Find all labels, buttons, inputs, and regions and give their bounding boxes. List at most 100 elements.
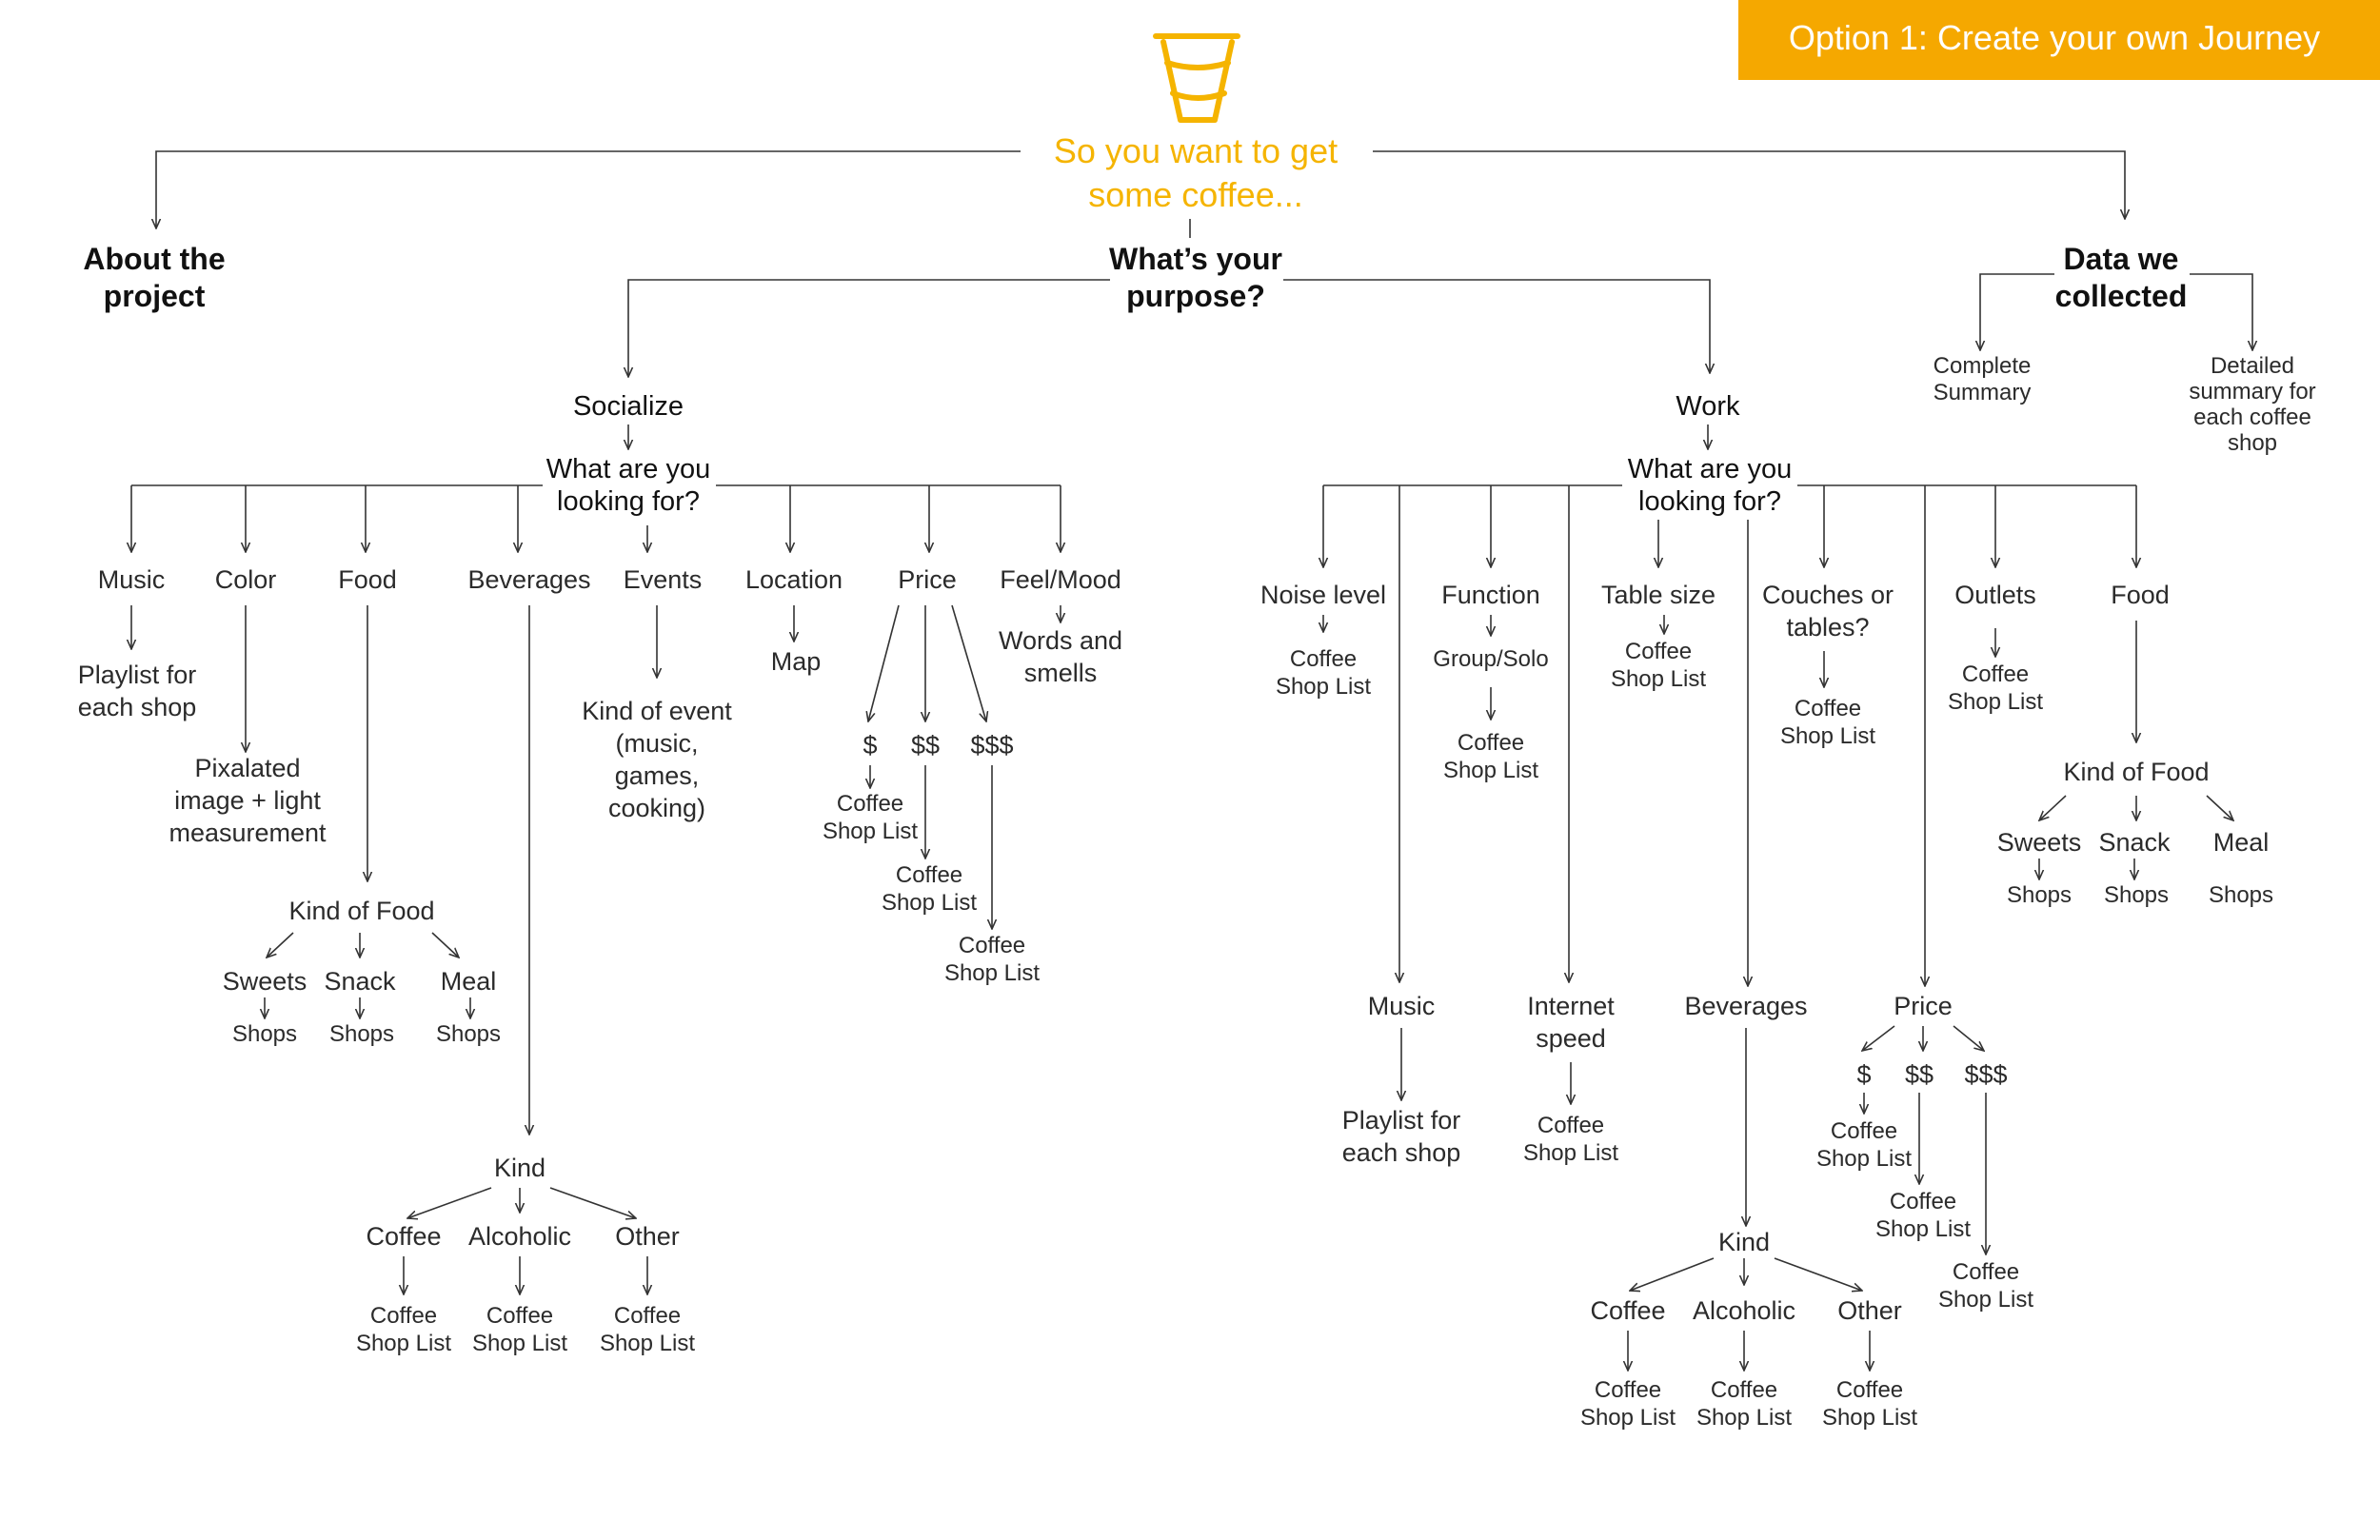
w-food-meal[interactable]: Meal <box>2213 828 2270 857</box>
s-other-list-line1[interactable]: Coffee <box>614 1303 681 1329</box>
data-line2[interactable]: collected <box>2055 279 2188 313</box>
s-food-label[interactable]: Food <box>338 565 397 594</box>
s-p3-list-line1[interactable]: Coffee <box>959 933 1025 958</box>
w-function-label[interactable]: Function <box>1441 581 1540 609</box>
s-bev-alcoholic[interactable]: Alcoholic <box>468 1222 571 1251</box>
w-p3-list-line2[interactable]: Shop List <box>1938 1287 2033 1313</box>
s-p1-list-line1[interactable]: Coffee <box>837 791 903 817</box>
s-p3-list-line2[interactable]: Shop List <box>944 960 1040 986</box>
w-outlets-list-line2[interactable]: Shop List <box>1948 689 2043 715</box>
s-snack-shops[interactable]: Shops <box>329 1021 394 1047</box>
w-p1-list-line1[interactable]: Coffee <box>1831 1118 1897 1144</box>
w-couches-list-line2[interactable]: Shop List <box>1780 723 1875 749</box>
w-other-list-line2[interactable]: Shop List <box>1822 1405 1917 1431</box>
w-table-list-line1[interactable]: Coffee <box>1625 639 1692 664</box>
s-food-sweets[interactable]: Sweets <box>223 967 307 996</box>
w-outlets-list-line1[interactable]: Coffee <box>1962 661 2029 687</box>
complete-line2[interactable]: Summary <box>1934 380 2032 405</box>
w-bev-kind: Kind <box>1718 1228 1770 1256</box>
s-beverages-label[interactable]: Beverages <box>467 565 590 594</box>
w-coffee-list-line1[interactable]: Coffee <box>1595 1377 1661 1403</box>
w-noise-list-line2[interactable]: Shop List <box>1276 674 1371 700</box>
arrow-w-bev-coffee <box>1630 1257 1715 1291</box>
w-bev-coffee[interactable]: Coffee <box>1590 1296 1665 1325</box>
s-location-map[interactable]: Map <box>771 647 822 676</box>
s-p2-list-line2[interactable]: Shop List <box>882 890 977 916</box>
s-food-meal[interactable]: Meal <box>441 967 497 996</box>
s-p1-list-line2[interactable]: Shop List <box>823 819 918 844</box>
s-music-label[interactable]: Music <box>98 565 166 594</box>
s-p2-list-line1[interactable]: Coffee <box>896 862 962 888</box>
s-price-p3[interactable]: $$$ <box>970 731 1013 760</box>
detailed-line1[interactable]: Detailed <box>2211 353 2294 379</box>
w-food-sweets[interactable]: Sweets <box>1997 828 2082 857</box>
w-function-list-line2[interactable]: Shop List <box>1443 758 1538 783</box>
w-food-label[interactable]: Food <box>2111 581 2170 609</box>
detailed-line3[interactable]: each coffee <box>2193 405 2311 430</box>
w-noise-label[interactable]: Noise level <box>1260 581 1386 609</box>
s-food-snack[interactable]: Snack <box>324 967 396 996</box>
w-p3-list-line1[interactable]: Coffee <box>1953 1259 2019 1285</box>
w-function-sub[interactable]: Group/Solo <box>1433 646 1548 672</box>
about-line1[interactable]: About the <box>83 242 225 276</box>
s-events-result-line3: games, <box>615 761 700 790</box>
w-alcoholic-list-line1[interactable]: Coffee <box>1711 1377 1777 1403</box>
w-meal-shops[interactable]: Shops <box>2209 882 2273 908</box>
w-internet-line1[interactable]: Internet <box>1527 992 1615 1020</box>
w-couches-line2[interactable]: tables? <box>1786 613 1869 642</box>
w-outlets-label[interactable]: Outlets <box>1954 581 2036 609</box>
s-meal-shops[interactable]: Shops <box>436 1021 501 1047</box>
s-events-label[interactable]: Events <box>624 565 703 594</box>
w-p2-list-line1[interactable]: Coffee <box>1890 1189 1956 1214</box>
s-location-label[interactable]: Location <box>745 565 843 594</box>
w-internet-line2[interactable]: speed <box>1536 1024 1606 1053</box>
about-line2[interactable]: project <box>104 279 206 313</box>
w-food-snack[interactable]: Snack <box>2098 828 2171 857</box>
w-internet-list-line1[interactable]: Coffee <box>1537 1113 1604 1138</box>
s-bev-other[interactable]: Other <box>615 1222 680 1251</box>
w-coffee-list-line2[interactable]: Shop List <box>1580 1405 1676 1431</box>
w-music-label[interactable]: Music <box>1368 992 1436 1020</box>
s-price-p2[interactable]: $$ <box>911 731 940 760</box>
w-price-p2[interactable]: $$ <box>1905 1060 1934 1089</box>
w-p1-list-line2[interactable]: Shop List <box>1816 1146 1912 1172</box>
detailed-line2[interactable]: summary for <box>2189 379 2315 405</box>
w-sweets-shops[interactable]: Shops <box>2007 882 2072 908</box>
data-line1[interactable]: Data we <box>2064 242 2179 276</box>
s-other-list-line2[interactable]: Shop List <box>600 1331 695 1356</box>
socialize-label[interactable]: Socialize <box>573 391 684 422</box>
s-price-label[interactable]: Price <box>898 565 957 594</box>
s-events-result-line4: cooking) <box>608 794 705 822</box>
s-bev-coffee[interactable]: Coffee <box>366 1222 441 1251</box>
w-couches-line1[interactable]: Couches or <box>1762 581 1894 609</box>
w-beverages-label[interactable]: Beverages <box>1684 992 1807 1020</box>
w-table-list-line2[interactable]: Shop List <box>1611 666 1706 692</box>
w-table-label[interactable]: Table size <box>1601 581 1716 609</box>
w-bev-alcoholic[interactable]: Alcoholic <box>1693 1296 1795 1325</box>
s-sweets-shops[interactable]: Shops <box>232 1021 297 1047</box>
s-coffee-list-line1[interactable]: Coffee <box>370 1303 437 1329</box>
w-p2-list-line2[interactable]: Shop List <box>1875 1216 1971 1242</box>
w-function-list-line1[interactable]: Coffee <box>1458 730 1524 756</box>
complete-line1[interactable]: Complete <box>1934 353 2032 379</box>
w-other-list-line1[interactable]: Coffee <box>1836 1377 1903 1403</box>
w-price-label[interactable]: Price <box>1894 992 1953 1020</box>
s-color-label[interactable]: Color <box>215 565 277 594</box>
w-internet-list-line2[interactable]: Shop List <box>1523 1140 1618 1166</box>
s-alcoholic-list-line2[interactable]: Shop List <box>472 1331 567 1356</box>
w-bev-other[interactable]: Other <box>1837 1296 1902 1325</box>
detailed-line4[interactable]: shop <box>2228 430 2277 456</box>
w-price-p1[interactable]: $ <box>1856 1060 1871 1089</box>
s-coffee-list-line2[interactable]: Shop List <box>356 1331 451 1356</box>
s-alcoholic-list-line1[interactable]: Coffee <box>486 1303 553 1329</box>
w-alcoholic-list-line2[interactable]: Shop List <box>1696 1405 1792 1431</box>
coffee-cup-icon <box>1153 33 1240 123</box>
w-couches-list-line1[interactable]: Coffee <box>1795 696 1861 721</box>
w-price-p3[interactable]: $$$ <box>1964 1060 2007 1089</box>
work-label[interactable]: Work <box>1676 391 1740 422</box>
w-noise-list-line1[interactable]: Coffee <box>1290 646 1357 672</box>
w-snack-shops[interactable]: Shops <box>2104 882 2169 908</box>
connector-purpose-work <box>1283 279 1710 373</box>
s-price-p1[interactable]: $ <box>863 731 877 760</box>
s-feel-label[interactable]: Feel/Mood <box>1000 565 1121 594</box>
